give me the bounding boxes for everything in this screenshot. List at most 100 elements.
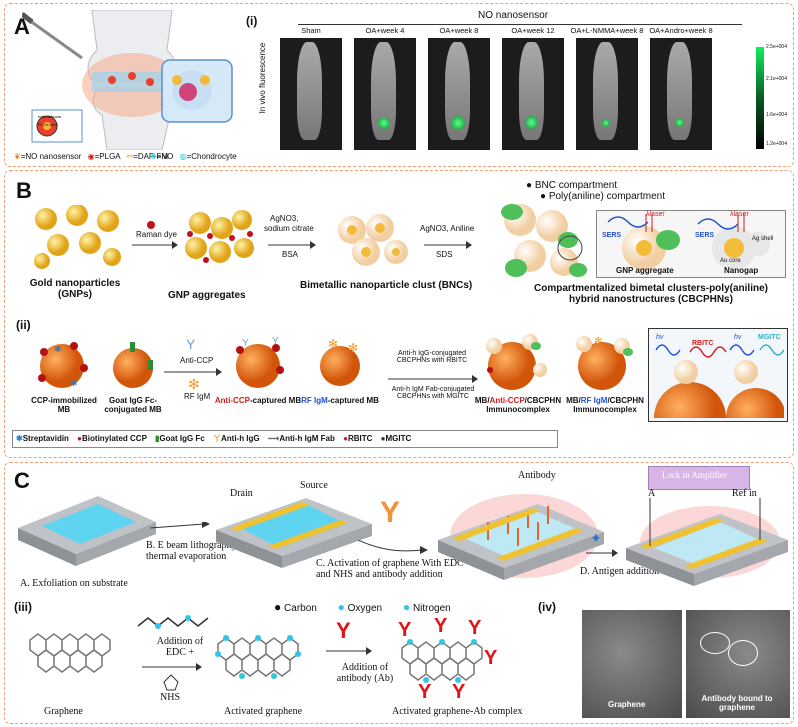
svg-text:Y: Y (468, 617, 482, 639)
rbitc-label: RBITC (692, 340, 714, 347)
reagent1-b: sodium citrate (264, 224, 314, 233)
sem-circle-1 (700, 632, 730, 654)
legend-a-0: =NO nanosensor (20, 152, 82, 161)
rf-captured-label: RF IgM-captured MB (301, 396, 379, 405)
panel-c-sub4: (iv) (538, 600, 556, 614)
goat-mb-ball (113, 342, 153, 388)
ag-shell: Ag shell (752, 236, 774, 242)
column-label: OA+week 4 (365, 26, 405, 35)
colorbar-tick-1: 2.1e+004 (766, 76, 787, 82)
complex1-label: MB/Anti-CCP/CBCPHN Immunocomplex (474, 396, 562, 414)
arrow-4 (164, 368, 222, 376)
svg-text:Y: Y (484, 647, 498, 669)
reagent1-a: AgNO3, (270, 214, 299, 223)
lockin-ref: Ref in (732, 488, 757, 499)
laser-2: λlaser (730, 211, 749, 218)
mouse-image (576, 38, 638, 150)
cbcphn-cluster (501, 204, 587, 277)
lockin-box (648, 466, 750, 490)
inset-label-1: Intra-articular (38, 114, 62, 119)
reagent1-c: BSA (282, 250, 299, 259)
graphene-label: Graphene (44, 706, 83, 717)
mgitc-label: MGITC (758, 334, 781, 341)
arrow-c3 (586, 549, 618, 557)
device-c (438, 494, 604, 580)
legend-b-4: Anti-h IgM Fab (279, 434, 335, 443)
step-c: C. Activation of graphene With EDC and N… (316, 558, 464, 580)
complex1-ball (486, 334, 547, 390)
conj2-text: Anti-h IgM Fab-conjugated CBCPHNs with M… (391, 386, 475, 400)
nhs-label: NHS (160, 692, 181, 703)
step-b: B. E beam lithography and thermal evapor… (146, 540, 254, 562)
complex2-ball: ✻ (576, 336, 633, 390)
arrow-c2 (358, 540, 428, 554)
device-a (18, 496, 156, 566)
svg-text:Y: Y (418, 681, 432, 700)
red-ab-icon: Y (336, 618, 351, 643)
legend-c-2: Nitrogen (412, 603, 451, 614)
mouse-image (428, 38, 490, 150)
column-label: Sham (301, 26, 321, 35)
column-label: OA+week 12 (511, 26, 555, 35)
mouse-image (280, 38, 342, 150)
agg-label: GNP aggregates (168, 290, 246, 301)
nanogap-inset: Nanogap (724, 266, 759, 275)
ab-add-label: Addition of antibody (Ab) (336, 662, 394, 684)
raman-label: Raman dye (136, 230, 177, 239)
panel-c (4, 462, 794, 724)
svg-text:✱: ✱ (54, 344, 62, 354)
legend-b-0: Streptavidin (22, 434, 69, 443)
anti-ccp-captured-label: Anti-CCP-captured MB (214, 396, 302, 405)
reagent2-a: AgNO3, Aniline (420, 224, 475, 233)
nanosensor-header: NO nanosensor (478, 10, 549, 21)
drain-label: Drain (230, 488, 253, 499)
goat-mb-label: Goat IgG Fc-conjugated MB (104, 396, 162, 414)
svg-text:Y: Y (242, 338, 249, 349)
panel-a (4, 3, 794, 167)
ccp-mb-ball: ✱✱ (38, 342, 88, 388)
activated-label: Activated graphene (224, 706, 303, 717)
lockin-a: A (648, 488, 656, 499)
step-a: A. Exfoliation on substrate (20, 578, 128, 589)
colorbar-tick-2: 1.6e+004 (766, 112, 787, 118)
legend-b-1: Biotinylated CCP (82, 434, 147, 443)
knee-illustration (22, 10, 233, 150)
source-label: Source (300, 480, 328, 491)
raman-dye-icon (147, 221, 155, 229)
svg-text:Y: Y (434, 615, 448, 637)
device-b (216, 498, 372, 568)
arrow-c1 (150, 522, 210, 529)
legend-b-2: Goat IgG Fc (159, 434, 205, 443)
header-rule (298, 24, 742, 25)
svg-text:✻: ✻ (594, 336, 602, 347)
antigen-icon: ✦ (590, 530, 602, 546)
complex2-label: MB/RF IgM/CBCPHN Immunocomplex (566, 396, 644, 414)
panel-b-sub: (ii) (16, 318, 31, 332)
panel-b (4, 170, 794, 458)
fluorescence-spot (378, 117, 390, 129)
svg-text:Y: Y (272, 336, 279, 347)
column-label: OA+L-NMMA+week 8 (570, 26, 644, 35)
activated-lattice (215, 635, 301, 679)
au-core: Au core (720, 258, 741, 264)
bnc-compartment-label: ● BNC compartment (526, 180, 618, 191)
arrow-1 (132, 241, 178, 249)
svg-text:✻: ✻ (348, 341, 358, 355)
gnp-aggregates (185, 210, 254, 263)
graphene-lattice (29, 633, 111, 673)
rf-igm-reagent: RF IgM (184, 392, 211, 401)
sers-1: SERS (602, 232, 622, 239)
svg-text:Y: Y (398, 619, 412, 641)
legend-a-3: =NO (156, 152, 174, 161)
fluorescence-spot (451, 116, 465, 130)
sem-ab-label: Antibody bound to graphene (701, 694, 773, 712)
legend-a-1: =PLGA (94, 152, 121, 161)
mouse-body (297, 42, 323, 140)
cbc-label: Compartmentalized bimetal clusters-poly(… (534, 283, 768, 305)
bnc-label: Bimetallic nanoparticle clust (BNCs) (300, 280, 473, 291)
hv-2: hv (734, 334, 742, 341)
nhs-ring (163, 674, 179, 691)
svg-text:Y: Y (452, 681, 466, 700)
inset-label-2: PLGA shell (38, 122, 58, 127)
